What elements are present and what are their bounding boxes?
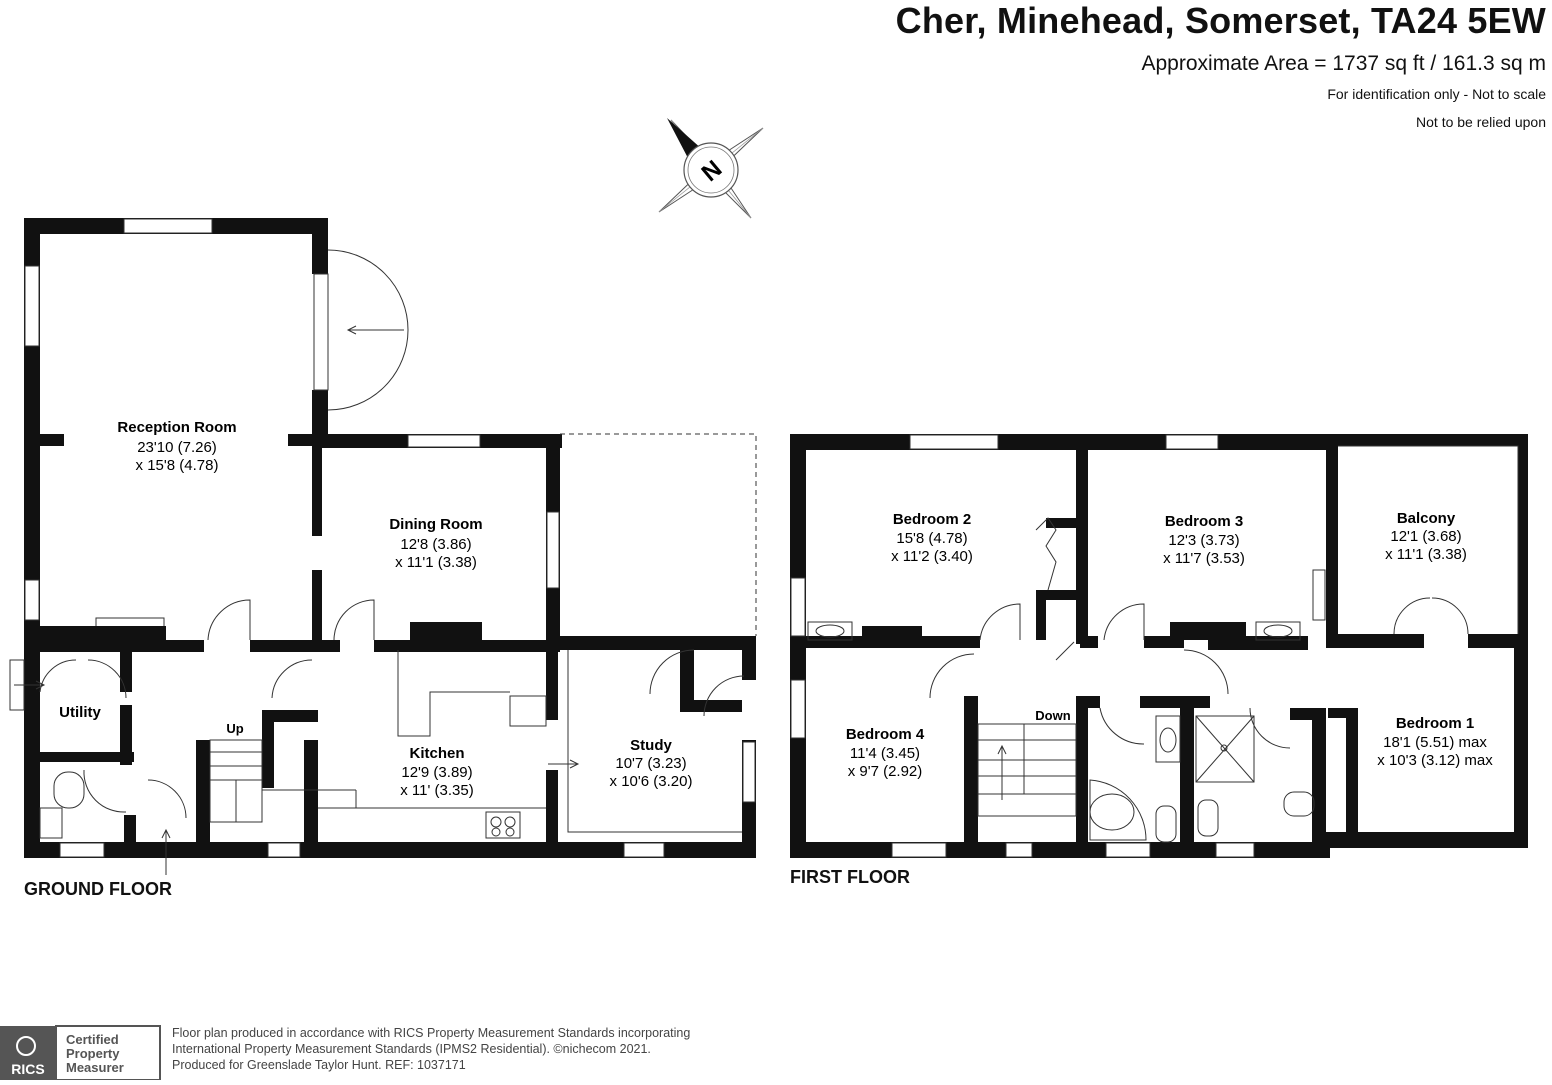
bedroom2-dim2: x 11'2 (3.40): [891, 548, 973, 565]
bedroom3-chimney: [1170, 622, 1246, 640]
stairs-down-label: Down: [1035, 708, 1070, 723]
bedroom1-dim2: x 10'3 (3.12) max: [1377, 752, 1493, 769]
first-floor-label: FIRST FLOOR: [790, 867, 910, 887]
approximate-area: Approximate Area = 1737 sq ft / 161.3 sq…: [1141, 52, 1547, 75]
bedroom4-name: Bedroom 4: [846, 726, 925, 743]
badge-line-certified: Certified: [66, 1032, 119, 1047]
chimney-breast: [410, 622, 482, 642]
bedroom2-name: Bedroom 2: [893, 511, 971, 528]
badge-line-measurer: Measurer: [66, 1060, 124, 1075]
bedroom2-chimney: [862, 626, 922, 640]
ground-floor-windows: [24, 218, 756, 858]
outline-dashed: [560, 433, 757, 636]
first-floor-windows: [790, 434, 1326, 858]
bedroom1-dim1: 18'1 (5.51) max: [1383, 734, 1487, 751]
ground-floor-label: GROUND FLOOR: [24, 879, 172, 899]
bedroom2-dim1: 15'8 (4.78): [896, 530, 967, 547]
reception-room-dim2: x 15'8 (4.78): [136, 457, 219, 474]
first-floor-walls: [790, 434, 1528, 858]
bedroom3-dim1: 12'3 (3.73): [1168, 532, 1239, 549]
bedroom3-name: Bedroom 3: [1165, 513, 1243, 530]
first-floor-labels: Bedroom 2 15'8 (4.78) x 11'2 (3.40) Bedr…: [846, 510, 1493, 780]
kitchen-dim1: 12'9 (3.89): [401, 764, 472, 781]
study-dim2: x 10'6 (3.20): [610, 773, 693, 790]
ground-floor-labels: Reception Room 23'10 (7.26) x 15'8 (4.78…: [59, 419, 692, 799]
bedroom1-name: Bedroom 1: [1396, 715, 1474, 732]
rics-certified-badge: RICS Certified Property Measurer: [0, 1024, 162, 1081]
compass-icon: N: [658, 118, 764, 219]
reception-room-dim1: 23'10 (7.26): [137, 439, 217, 456]
reception-room-name: Reception Room: [117, 419, 236, 436]
balcony-name: Balcony: [1397, 510, 1456, 527]
badge-line-property: Property: [66, 1046, 120, 1061]
fireplace: [26, 626, 166, 640]
dining-room-name: Dining Room: [389, 516, 482, 533]
bedroom4-dim2: x 9'7 (2.92): [848, 763, 923, 780]
footer-credits: Floor plan produced in accordance with R…: [172, 1025, 690, 1073]
utility-name: Utility: [59, 704, 101, 721]
kitchen-dim2: x 11' (3.35): [400, 782, 473, 799]
rics-brand-text: RICS: [11, 1061, 44, 1077]
footer-line-2: International Property Measurement Stand…: [172, 1042, 651, 1056]
balcony-dim2: x 11'1 (3.38): [1385, 546, 1467, 563]
kitchen-name: Kitchen: [409, 745, 464, 762]
stairs-up-label: Up: [226, 721, 243, 736]
dining-room-dim2: x 11'1 (3.38): [395, 554, 477, 571]
reliance-disclaimer: Not to be relied upon: [1416, 114, 1546, 130]
study-name: Study: [630, 737, 672, 754]
footer-line-3: Produced for Greenslade Taylor Hunt. REF…: [172, 1058, 466, 1072]
dining-room-dim1: 12'8 (3.86): [400, 536, 471, 553]
footer-line-1: Floor plan produced in accordance with R…: [172, 1026, 691, 1040]
property-title: Cher, Minehead, Somerset, TA24 5EW: [895, 0, 1546, 41]
bedroom4-dim1: 11'4 (3.45): [850, 745, 920, 762]
ground-floor-doors: [9, 249, 745, 875]
balcony-dim1: 12'1 (3.68): [1390, 528, 1461, 545]
study-dim1: 10'7 (3.23): [615, 755, 686, 772]
floor-plan-drawing: N: [9, 118, 1528, 875]
first-floor-doors: [807, 445, 1519, 843]
scale-disclaimer: For identification only - Not to scale: [1327, 86, 1546, 102]
bedroom3-dim2: x 11'7 (3.53): [1163, 550, 1245, 567]
